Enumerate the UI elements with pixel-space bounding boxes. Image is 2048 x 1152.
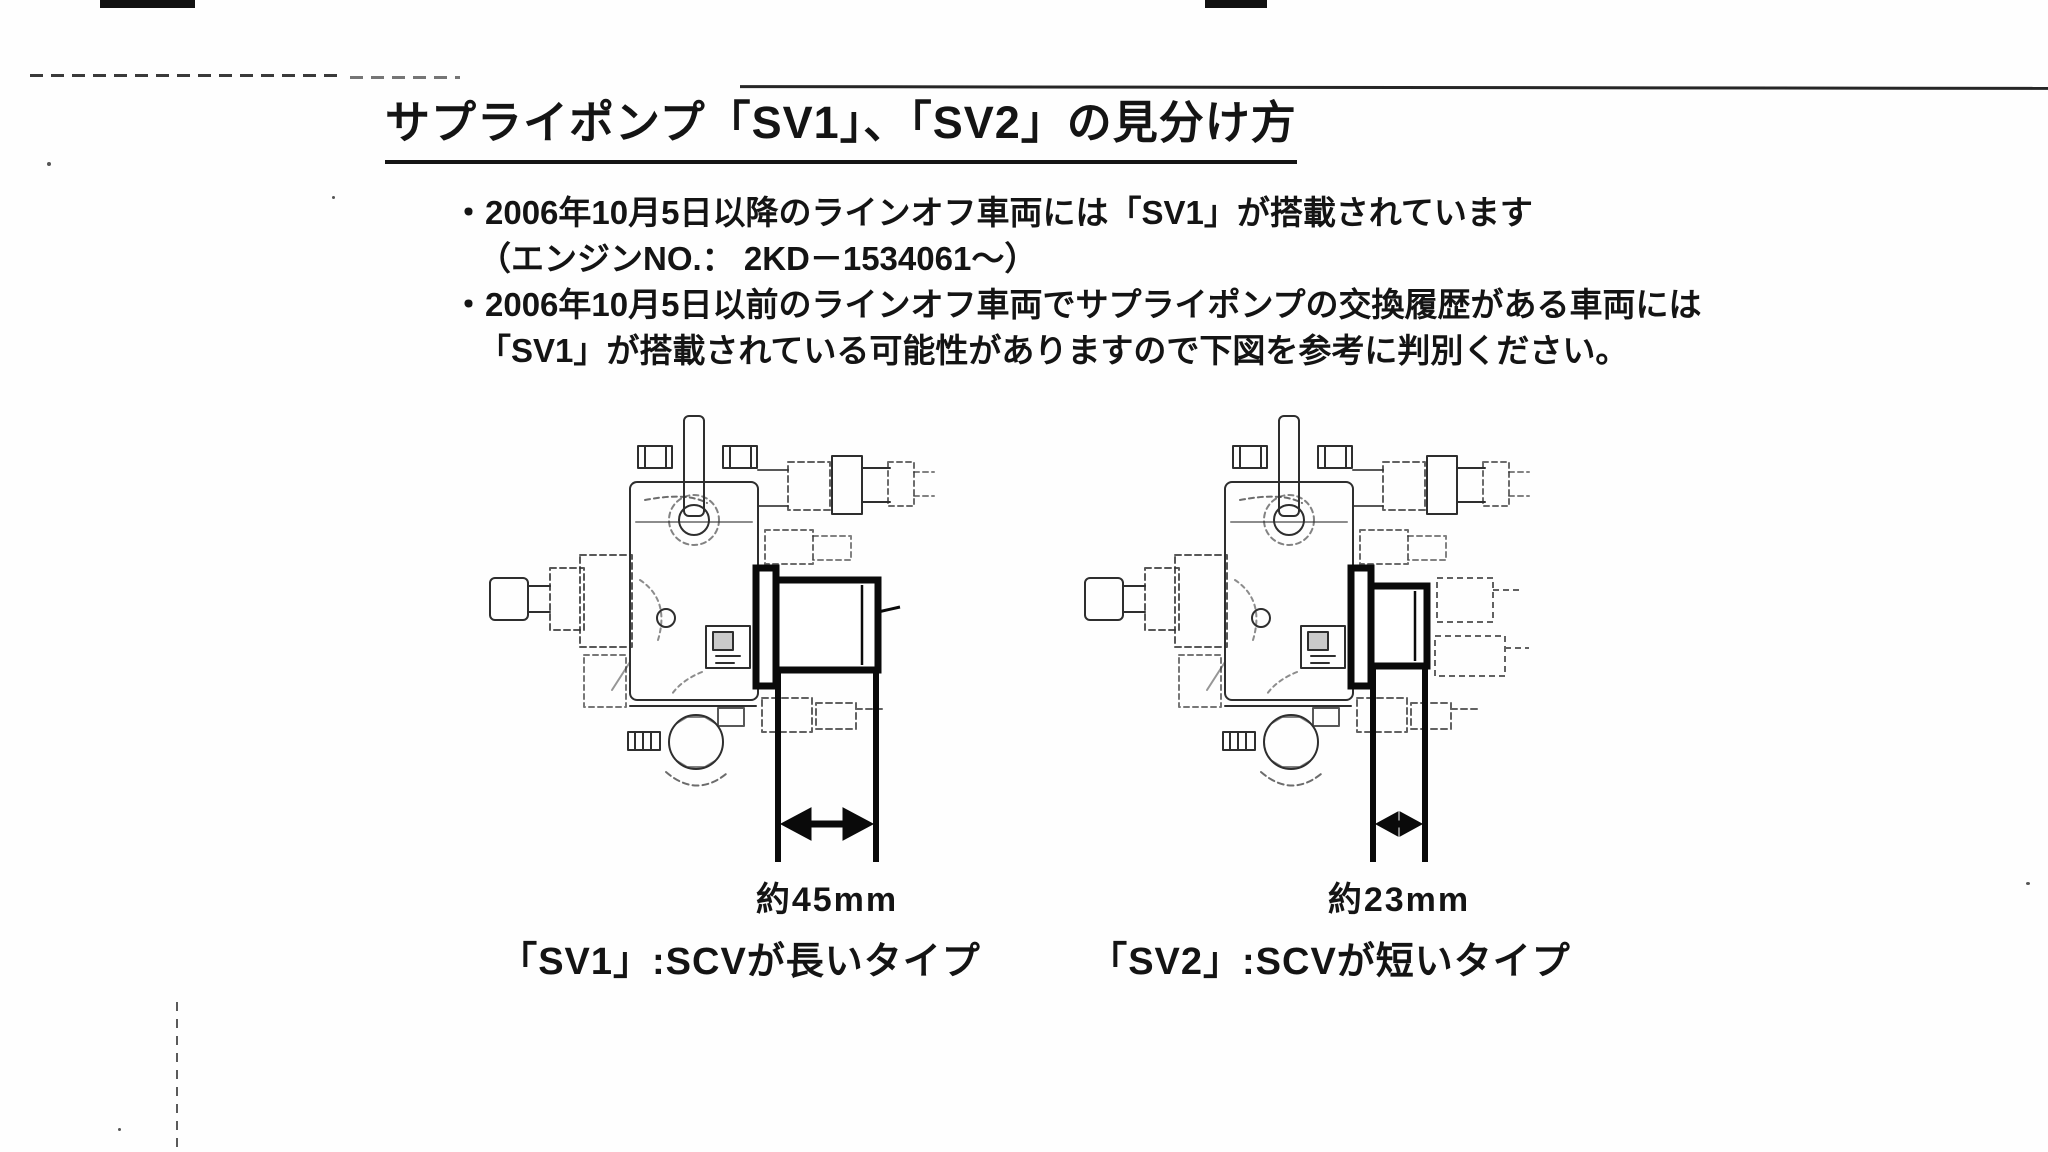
scan-noise-dot-1 bbox=[47, 162, 51, 166]
scan-artifact-top-right bbox=[1205, 0, 1267, 8]
scan-artifact-top-left bbox=[100, 0, 195, 8]
pump-diagram-sv1 bbox=[489, 415, 935, 862]
page-title: サプライポンプ「SV1」、「SV2」の見分け方 bbox=[385, 86, 1297, 164]
body-text: ・2006年10月5日以降のラインオフ車両には「SV1」が搭載されています （エ… bbox=[452, 190, 1701, 374]
scv-short-valve bbox=[1347, 564, 1431, 690]
bullet-line-3: ・2006年10月5日以前のラインオフ車両でサプライポンプの交換履歴がある車両に… bbox=[452, 286, 1702, 323]
dimension-label-sv1: 約45mm bbox=[755, 881, 899, 919]
scan-artifact-dashed-line-left2 bbox=[350, 76, 460, 79]
pump-diagram-sv2 bbox=[1084, 415, 1530, 862]
dimension-arrow-45mm bbox=[775, 672, 879, 862]
figure-caption-sv1: 「SV1」:SCVが長いタイプ bbox=[499, 941, 981, 983]
bullet-line-2: （エンジンNO.： 2KD－1534061～） bbox=[478, 240, 1038, 277]
scv-long-valve bbox=[752, 564, 901, 690]
scan-artifact-dashed-line-left bbox=[30, 74, 340, 77]
right-side-fittings bbox=[1434, 577, 1529, 677]
pump-body-drawing-sv2 bbox=[1084, 415, 1530, 787]
figure-caption-sv2: 「SV2」:SCVが短いタイプ bbox=[1089, 941, 1571, 983]
dimension-label-sv2: 約23mm bbox=[1327, 881, 1471, 919]
scan-noise-dot-3 bbox=[2026, 882, 2030, 885]
bullet-line-1: ・2006年10月5日以降のラインオフ車両には「SV1」が搭載されています bbox=[452, 194, 1533, 231]
dimension-arrow-23mm bbox=[1370, 668, 1428, 862]
bullet-line-4: 「SV1」が搭載されている可能性がありますので下図を参考に判別ください。 bbox=[478, 332, 1629, 369]
scan-noise-dot-2 bbox=[332, 196, 335, 199]
scan-artifact-dashed-vertical bbox=[176, 1002, 178, 1152]
scan-noise-dot-4 bbox=[118, 1128, 121, 1131]
